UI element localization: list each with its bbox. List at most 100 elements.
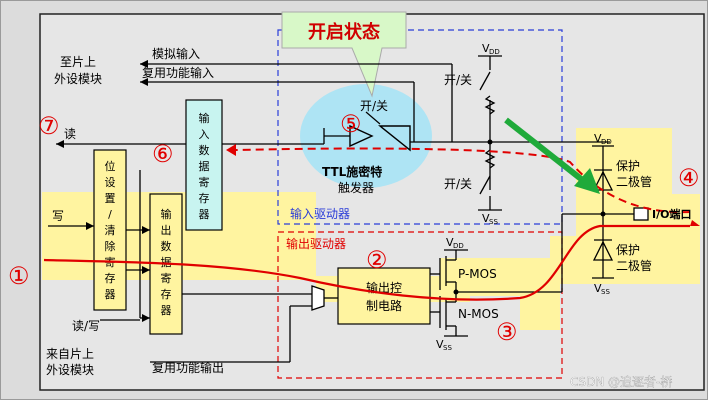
arrow-reg-1 [142,226,150,234]
marker-3: ③ [496,318,518,346]
vdd-input-sub: DD [489,48,500,56]
pull-network [478,55,502,211]
svg-text:清: 清 [105,224,116,237]
label-io-pin: I/O端口 [652,207,691,221]
label-write: 写 [52,209,64,223]
arrow-reg-2 [142,266,150,274]
highlight-band-diodes [576,128,700,236]
callout-text: 开启状态 [308,21,380,43]
schmitt-trigger-2 [378,125,411,152]
label-ttl-2: 触发器 [338,180,374,195]
label-alt-func-output: 复用功能输出 [152,360,224,375]
arrow-analog [140,60,148,68]
label-from-peripheral-1: 来自片上 [46,347,94,361]
marker-7: ⑦ [38,112,60,140]
vss-diode-v: V [594,282,602,295]
svg-text:输: 输 [199,111,210,125]
vss-output-sub: SS [443,344,452,352]
input-driver-box [277,29,563,225]
output-driver-box [277,231,563,379]
output-control-label-2: 制电路 [366,298,402,313]
highlight-band-output [440,236,700,330]
label-read-write: 读/写 [72,319,100,333]
schmitt-trigger-1 [349,124,374,148]
svg-text:存: 存 [199,191,210,205]
marker-4: ④ [678,164,700,192]
output-path-arrow [690,220,700,226]
svg-text:入: 入 [199,128,210,141]
svg-text:器: 器 [199,208,210,221]
junction-io [600,211,606,217]
marker-5: ⑤ [340,110,362,138]
vss-diode-sub: SS [601,288,610,296]
vdd-diode-sub: DD [601,138,612,146]
label-to-peripheral-1: 至片上 [60,55,96,69]
svg-text:寄: 寄 [161,271,172,285]
label-switch-right-top: 开/关 [444,73,472,87]
label-read: 读 [64,127,76,141]
svg-text:/: / [108,208,112,221]
green-arrow-shaft [504,117,592,189]
svg-text:出: 出 [161,223,172,237]
label-from-peripheral-2: 外设模块 [46,363,94,377]
bitset-register-text: 位 设 置 / 清 除 寄 存 器 [105,159,116,301]
ttl-bubble [300,84,432,188]
label-pmos: P-MOS [458,267,497,281]
svg-text:器: 器 [105,288,116,301]
output-path-red [43,224,690,301]
vdd-diode-v: V [594,132,602,145]
label-output-driver: 输出驱动器 [286,236,346,251]
marker-2: ② [366,246,388,274]
labels: 模拟输入 复用功能输入 至片上 外设模块 读 写 读/写 来自片上 外设模块 复… [46,46,691,377]
arrow-write [86,222,94,230]
svg-text:除: 除 [105,239,116,253]
label-protect-top-2: 二极管 [616,174,652,189]
input-path-arrow [226,144,236,156]
bitset-register [93,149,127,311]
ttl-switch [365,111,381,125]
vss-output-v: V [436,338,444,351]
svg-text:寄: 寄 [199,175,210,189]
output-data-register-text: 输 出 数 据 寄 存 器 [161,207,172,317]
input-data-register-text: 输 入 数 据 寄 存 器 [199,111,210,221]
markers: ① ② ③ ④ ⑤ ⑥ ⑦ [8,110,700,346]
marker-6: ⑥ [152,140,174,168]
input-wires [56,60,610,190]
label-alt-func-input: 复用功能输入 [142,65,214,80]
label-to-peripheral-2: 外设模块 [54,72,102,86]
label-switch-ttl: 开/关 [360,99,388,113]
svg-text:存: 存 [105,271,116,285]
svg-text:数: 数 [199,144,210,157]
svg-text:输: 输 [161,207,172,221]
svg-text:存: 存 [161,287,172,301]
callout-shape [281,11,407,98]
label-switch-right-bottom: 开/关 [444,177,472,191]
label-ttl-1: TTL施密特 [322,164,382,179]
junction-output [453,289,459,295]
input-data-register [185,99,223,231]
junction-input [487,139,493,145]
marker-1: ① [8,262,30,290]
arrow-read [56,140,64,148]
arrow-reg-3 [142,314,150,322]
vdd-output-sub: DD [453,242,464,250]
vss-input-v: V [482,212,490,225]
green-arrow-head [574,168,600,194]
label-analog-input: 模拟输入 [152,46,200,61]
label-protect-bottom-2: 二极管 [616,258,652,273]
svg-text:置: 置 [105,192,116,205]
svg-text:据: 据 [199,159,210,173]
svg-text:位: 位 [105,159,116,173]
svg-text:数: 数 [161,240,172,253]
label-nmos: N-MOS [458,307,499,321]
watermark: CSDN @追逐者-桥 [570,374,672,389]
label-input-driver: 输入驱动器 [290,206,350,221]
vdd-output-v: V [446,236,454,249]
svg-text:设: 设 [105,176,116,189]
vss-input-sub: SS [489,218,498,226]
arrow-alt-in [140,78,148,86]
input-path-red [235,147,691,214]
